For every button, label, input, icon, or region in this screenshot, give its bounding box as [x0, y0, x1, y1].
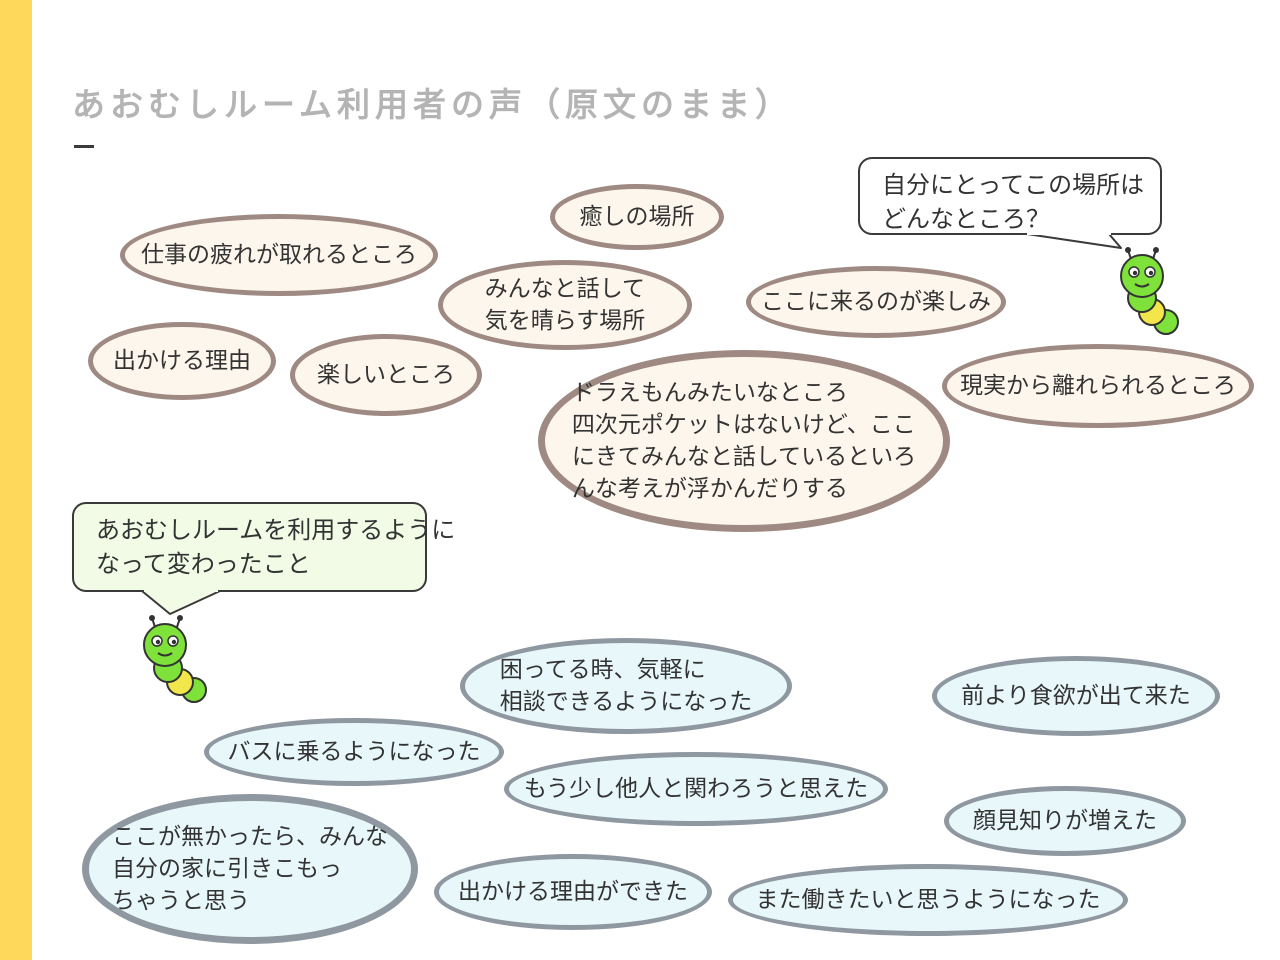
bubble-text: もう少し他人と関わろうと思えた [523, 775, 869, 802]
answer-bubble: 顔見知りが増えた [944, 786, 1186, 856]
bubble-text: 楽しいところ [317, 361, 455, 388]
answer-bubble: 出かける理由 [88, 322, 276, 400]
title-underline [74, 145, 94, 148]
bubble-text: んな考えが浮かんだりする [571, 476, 848, 503]
bubble-text: また働きたいと思うようになった [755, 886, 1101, 913]
bubble-text: 四次元ポケットはないけど、ここ [571, 411, 916, 438]
bubble-text: ドラえもんみたいなところ [571, 379, 848, 406]
caterpillar-icon [1120, 247, 1179, 335]
answer-bubble: 現実から離れられるところ [942, 344, 1254, 428]
answer-bubble: 楽しいところ [290, 334, 482, 416]
bubble-text: ちゃうと思う [112, 888, 250, 915]
bubble-text: 癒しの場所 [579, 203, 695, 230]
left-accent-stripe [0, 0, 32, 960]
answer-bubble: 癒しの場所 [550, 184, 724, 250]
callout-line: 自分にとってこの場所は [882, 171, 1145, 199]
callout-change-question: あおむしルームを利用するように なって変わったこと [72, 502, 456, 592]
answer-bubble: もう少し他人と関わろうと思えた [504, 752, 888, 826]
answer-bubble: みんなと話して 気を晴らす場所 [438, 260, 692, 350]
bubble-text: 困ってる時、気軽に [499, 656, 706, 683]
bubble-text: ここに来るのが楽しみ [761, 288, 991, 315]
answer-bubble: 出かける理由ができた [434, 854, 712, 930]
page-title: あおむしルーム利用者の声（原文のまま） [72, 85, 794, 124]
bubble-text: 仕事の疲れが取れるところ [141, 241, 417, 268]
callout-line: どんなところ？ [882, 204, 1050, 233]
bubble-text: みんなと話して [484, 275, 646, 302]
answer-bubble: 困ってる時、気軽に 相談できるようになった [460, 638, 792, 734]
bubble-text: 出かける理由 [113, 347, 251, 374]
bubble-text: 顔見知りが増えた [973, 807, 1157, 834]
callout-line: なって変わったこと [96, 549, 311, 578]
bubble-text: 現実から離れられるところ [960, 372, 1236, 399]
answer-bubble: ドラえもんみたいなところ 四次元ポケットはないけど、ここ にきてみんなと話してい… [538, 350, 950, 532]
bubble-text: 自分の家に引きこもっ [112, 855, 342, 882]
bubble-text: ここが無かったら、みんな [112, 823, 388, 850]
bubble-text: 出かける理由ができた [458, 878, 688, 905]
answer-bubble: 仕事の疲れが取れるところ [120, 214, 438, 296]
bubble-text: にきてみんなと話しているといろ [571, 444, 917, 470]
bubble-text: 前より食欲が出て来た [961, 682, 1191, 709]
callout-line: あおむしルームを利用するように [96, 516, 456, 544]
answer-bubble: ここが無かったら、みんな 自分の家に引きこもっ ちゃうと思う [82, 794, 418, 944]
answer-bubble: ここに来るのが楽しみ [746, 266, 1006, 338]
bubble-text: 相談できるようになった [499, 689, 753, 715]
callout-place-question: 自分にとってこの場所は どんなところ？ [858, 157, 1162, 235]
caterpillar-icon [143, 615, 207, 703]
answer-bubble: また働きたいと思うようになった [728, 864, 1128, 936]
bubble-text: 気を晴らす場所 [484, 308, 646, 334]
bubble-text: バスに乗るようになった [227, 738, 481, 765]
answer-bubble: 前より食欲が出て来た [932, 656, 1220, 736]
answer-bubble: バスに乗るようになった [204, 718, 504, 786]
